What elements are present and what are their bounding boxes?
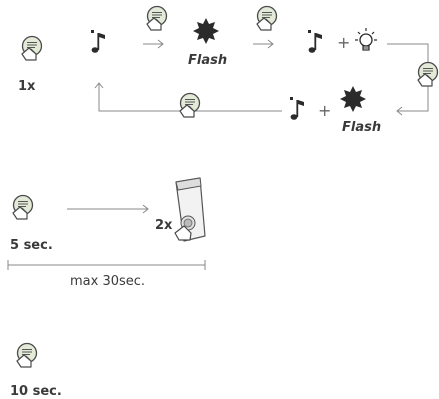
press-button-icon (21, 35, 43, 61)
press-2x-label: 2x (155, 218, 173, 233)
arrow-right (143, 39, 164, 49)
music-note-icon (91, 30, 105, 53)
flash-label: Flash (188, 53, 227, 68)
max-30sec-label: max 30sec. (70, 274, 145, 289)
hold-10s-label: 10 sec. (10, 384, 62, 399)
hold-10s-group: 10 sec. (10, 342, 62, 399)
flash-burst-icon (340, 86, 366, 112)
flash-label: Flash (342, 120, 381, 135)
hold-5s-group: 5 sec. (10, 194, 53, 253)
press-button-icon (256, 5, 278, 31)
press-1x-label: 1x (18, 79, 36, 94)
light-bulb-icon (354, 27, 378, 51)
arrow-right (253, 39, 274, 49)
arrow-right (67, 204, 149, 214)
plus-sign: + (318, 101, 331, 120)
press-button-icon (16, 342, 38, 368)
press-button-icon (179, 92, 201, 118)
press-button-icon (417, 61, 439, 87)
press-1x-group: 1x (18, 35, 43, 94)
hold-5s-label: 5 sec. (10, 238, 53, 253)
loop-connector-bottom (94, 82, 282, 112)
press-button-icon (146, 5, 168, 31)
music-note-icon (308, 30, 322, 53)
music-note-icon (290, 97, 304, 120)
duration-bracket (7, 260, 206, 270)
press-button-icon (12, 194, 34, 220)
plus-sign: + (337, 33, 350, 52)
flash-burst-icon (193, 18, 219, 44)
doorbell-device-icon (174, 177, 206, 242)
